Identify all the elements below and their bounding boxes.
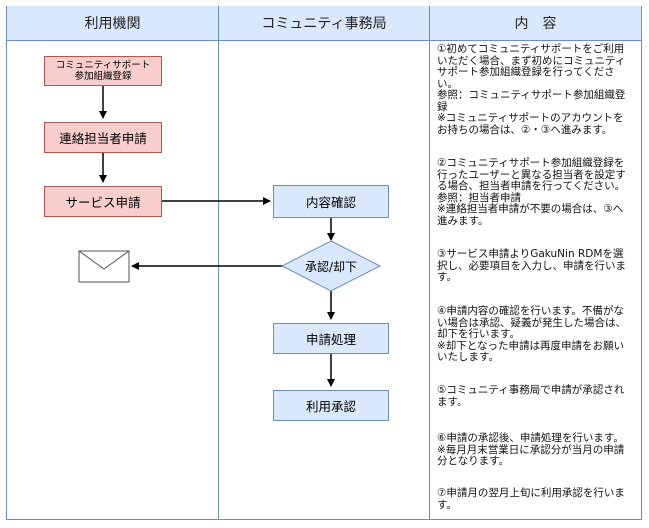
description-5: ⑤コミュニティ事務局で申請が承認されます。 xyxy=(437,384,625,408)
step-application-processing: 申請処理 xyxy=(273,323,389,354)
header-content: 内 容 xyxy=(430,6,641,41)
step-content-check-label: 内容確認 xyxy=(305,195,356,210)
description-7: ⑦申請月の翌月上旬に利用承認を行います。 xyxy=(437,487,625,511)
description-1: ①初めてコミュニティサポートをご利用いただく場合、まず初めにコミュニティサポート… xyxy=(437,43,626,136)
envelope-icon xyxy=(78,250,130,283)
step-application-processing-label: 申請処理 xyxy=(305,332,356,347)
step-community-support-registration-label: コミュニティサポート 参加組織登録 xyxy=(55,60,151,82)
approve-reject-label: 承認/却下 xyxy=(304,260,358,274)
header-office-label: コミュニティ事務局 xyxy=(261,16,387,32)
step-use-approval-label: 利用承認 xyxy=(305,399,356,414)
step-contact-person-application: 連絡担当者申請 xyxy=(44,122,162,153)
header-office: コミュニティ事務局 xyxy=(219,6,429,41)
header-user: 利用機関 xyxy=(7,6,218,41)
description-3: ③サービス申請よりGakuNin RDMを選択し、必要項目を入力し、申請を行いま… xyxy=(437,248,626,283)
step-service-application-label: サービス申請 xyxy=(65,195,141,210)
description-6: ⑥申請の承認後、申請処理を行います。 ※毎月月末営業日に承認分が当月の申請分とな… xyxy=(437,432,625,467)
description-2: ②コミュニティサポート参加組織登録を行ったユーザーと異なる担当者を設定する場合、… xyxy=(437,157,626,227)
step-community-support-registration: コミュニティサポート 参加組織登録 xyxy=(44,56,162,86)
header-content-label: 内 容 xyxy=(514,16,557,32)
decision-diamond xyxy=(280,240,382,292)
header-user-label: 利用機関 xyxy=(84,16,141,32)
description-4: ④申請内容の確認を行います。不備がない場合は承認、疑義が発生した場合は、却下を行… xyxy=(437,305,626,363)
step-content-check: 内容確認 xyxy=(273,185,389,218)
step-service-application: サービス申請 xyxy=(44,186,162,217)
step-contact-person-application-label: 連絡担当者申請 xyxy=(59,131,147,146)
step-use-approval: 利用承認 xyxy=(273,390,389,421)
